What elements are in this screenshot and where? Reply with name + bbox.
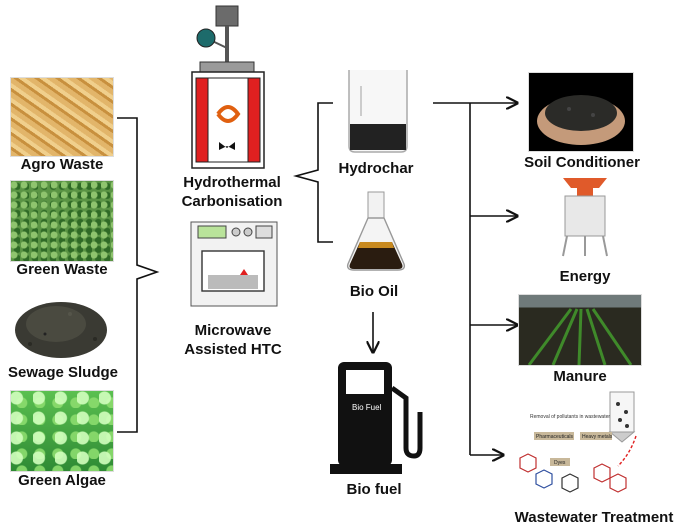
wastewater-treatment-label: Wastewater Treatment <box>514 509 674 526</box>
htc-reactor-icon <box>191 5 265 169</box>
bio-oil-flask-icon <box>346 191 406 271</box>
products-brace <box>292 102 333 243</box>
fuel-pump-icon: Bio Fuel <box>330 362 423 474</box>
htc-label-line2: Carbonisation <box>181 193 283 210</box>
pump-text: Bio Fuel <box>352 403 382 412</box>
hydrochar-label: Hydrochar <box>338 160 414 177</box>
wastewater-treatment-icon: Removal of pollutants in wastewater Phar… <box>519 391 637 493</box>
inset-box2: Heavy metals <box>582 434 613 440</box>
microwave-label-line1: Microwave <box>194 322 272 339</box>
soil-conditioner-image <box>528 72 634 152</box>
green-algae-label: Green Algae <box>18 472 106 489</box>
energy-furnace-icon <box>562 178 608 257</box>
hydrochar-beaker-icon <box>348 70 408 153</box>
energy-label: Energy <box>559 268 611 285</box>
green-waste-image <box>10 180 114 262</box>
manure-label: Manure <box>553 368 607 385</box>
green-waste-label: Green Waste <box>16 261 108 278</box>
inset-box3: Dyes <box>554 460 566 466</box>
sewage-sludge-label: Sewage Sludge <box>7 364 119 381</box>
agro-waste-image <box>10 77 114 157</box>
agro-waste-label: Agro Waste <box>20 156 104 173</box>
bio-oil-label: Bio Oil <box>349 283 399 300</box>
bio-fuel-label: Bio fuel <box>346 481 402 498</box>
feedstock-brace <box>117 117 160 433</box>
soil-conditioner-label: Soil Conditioner <box>524 154 640 171</box>
inset-box1: Pharmaceuticals <box>536 434 573 440</box>
manure-field-image <box>518 294 642 366</box>
sewage-sludge-image <box>10 284 112 362</box>
sludge-pile-shape <box>15 302 107 358</box>
microwave-label-line2: Assisted HTC <box>184 341 282 358</box>
inset-title: Removal of pollutants in wastewater <box>530 414 610 420</box>
microwave-htc-icon <box>190 221 278 307</box>
htc-label-line1: Hydrothermal <box>183 174 281 191</box>
green-algae-image <box>10 390 114 472</box>
